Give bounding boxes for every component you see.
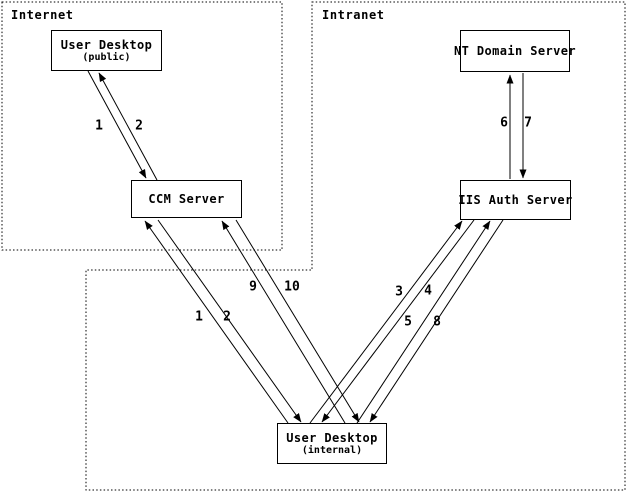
flow-label-6: 6 [500,115,508,131]
arrow-line-1-internal-to-ccm [144,220,289,424]
node-title: IIS Auth Server [458,193,573,207]
arrow-line-2-ccm-to-internal [157,219,302,423]
arrow-line-5-internal-to-iis [356,220,491,424]
node-user-desktop-internal: User Desktop (internal) [277,423,387,464]
flow-label-7: 7 [524,115,532,131]
node-ccm-server: CCM Server [131,180,242,218]
flow-label-2-internal: 2 [223,309,231,325]
arrow-line-10-ccm-to-internal [235,219,360,423]
arrow-line-1-public-to-ccm [87,70,147,179]
arrow-line-8-iis-to-internal [369,219,504,423]
flow-label-3: 3 [395,284,403,300]
node-iis-auth-server: IIS Auth Server [458,180,573,220]
intranet-zone-label: Intranet [322,8,385,22]
node-subtitle: (internal) [301,445,363,456]
flow-label-1-internet: 1 [95,118,103,134]
flow-label-1-internal: 1 [195,309,203,325]
node-user-desktop-public: User Desktop (public) [51,30,162,71]
internet-zone-label: Internet [11,8,74,22]
node-nt-domain-server: NT Domain Server [454,30,576,72]
flow-label-5: 5 [404,314,412,330]
node-title: User Desktop [286,431,378,445]
flow-label-9: 9 [249,279,257,295]
intranet-zone-border [85,1,626,491]
flow-label-2-internet: 2 [135,118,143,134]
arrow-line-2-ccm-to-public [98,72,158,181]
flow-label-4: 4 [424,283,432,299]
node-title: User Desktop [60,38,153,52]
internet-zone-border [1,1,283,251]
flow-label-8: 8 [433,314,441,330]
flow-label-10: 10 [284,279,300,295]
node-subtitle: (public) [82,52,131,63]
arrow-line-4-iis-to-internal [321,219,475,423]
arrow-line-3-internal-to-iis [309,220,463,424]
node-title: NT Domain Server [454,44,576,58]
node-title: CCM Server [148,192,225,206]
arrow-line-9-internal-to-ccm [221,220,346,424]
